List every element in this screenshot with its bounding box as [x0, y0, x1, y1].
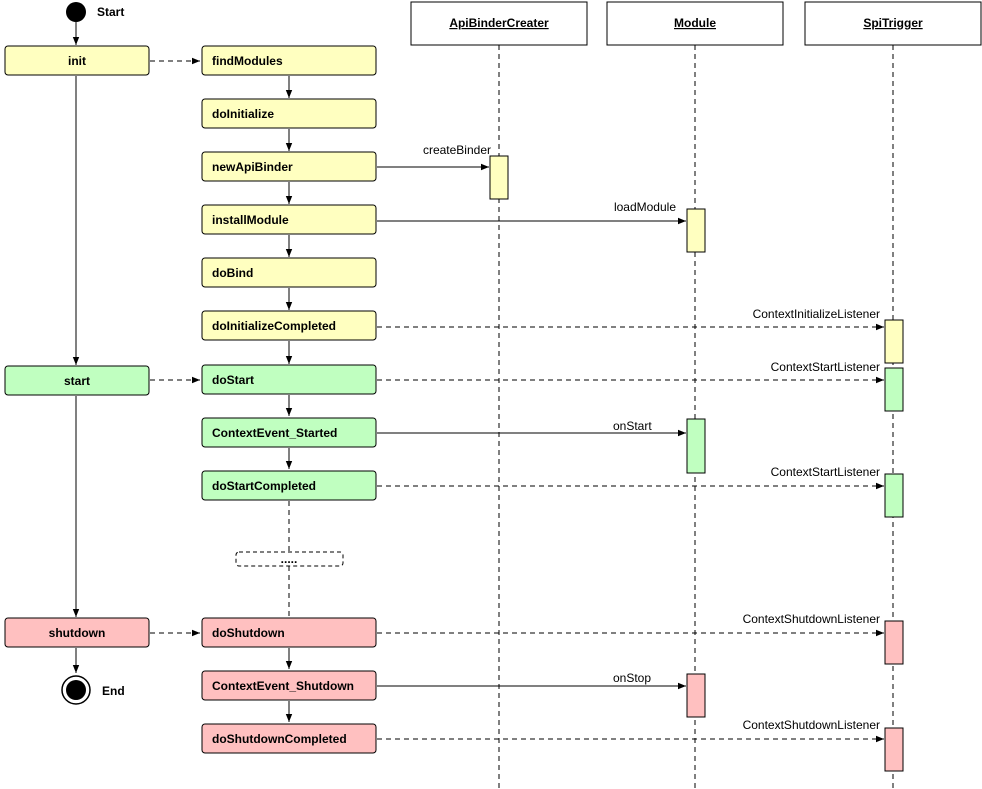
- activation-spi-start-completed: [884, 473, 904, 518]
- step-install-module-label: installModule: [212, 213, 289, 227]
- phase-init-label: init: [68, 54, 86, 68]
- step-find-modules-label: findModules: [212, 54, 283, 68]
- msg-shutdown-listener-2-label: ContextShutdownListener: [743, 718, 880, 732]
- activation-spi-init: [884, 319, 904, 364]
- phase-start-box: [4, 365, 150, 396]
- activation-module-load: [686, 208, 706, 253]
- ellipsis-box: [235, 551, 344, 567]
- step-do-start-completed: [201, 470, 377, 501]
- step-do-initialize-label: doInitialize: [212, 107, 274, 121]
- msg-on-start-label: onStart: [613, 419, 652, 433]
- step-do-bind: [201, 257, 377, 288]
- start-label: Start: [97, 5, 124, 19]
- step-do-initialize-completed: [201, 310, 377, 341]
- step-do-bind-label: doBind: [212, 266, 253, 280]
- end-label: End: [102, 684, 125, 698]
- phase-init-box: [4, 45, 150, 76]
- lifeline-module-title: Module: [674, 16, 716, 30]
- step-do-shutdown-completed: [201, 723, 377, 754]
- lifeline-api-title: ApiBinderCreater: [449, 16, 549, 30]
- msg-start-listener-1-label: ContextStartListener: [771, 360, 880, 374]
- step-do-start-completed-label: doStartCompleted: [212, 479, 316, 493]
- phase-shutdown-label: shutdown: [49, 626, 106, 640]
- lifeline-api-binder-creater: ApiBinderCreater: [410, 1, 588, 789]
- step-context-event-started-label: ContextEvent_Started: [212, 426, 337, 440]
- msg-on-stop-label: onStop: [613, 671, 651, 685]
- activation-api-create: [489, 155, 509, 200]
- activation-spi-shutdown: [884, 620, 904, 665]
- step-context-event-shutdown: [201, 670, 377, 701]
- step-install-module: [201, 204, 377, 235]
- step-new-api-binder-label: newApiBinder: [212, 160, 293, 174]
- activation-module-start: [686, 418, 706, 474]
- msg-init-listener-label: ContextInitializeListener: [753, 307, 880, 321]
- phase-start-label: start: [64, 374, 90, 388]
- ellipsis-label: .....: [281, 552, 298, 566]
- step-do-shutdown-completed-label: doShutdownCompleted: [212, 732, 347, 746]
- step-find-modules: [201, 45, 377, 76]
- lifeline-spi-title: SpiTrigger: [863, 16, 923, 30]
- start-node: [66, 2, 86, 22]
- phase-shutdown-box: [4, 617, 150, 648]
- step-do-initialize-completed-label: doInitializeCompleted: [212, 319, 336, 333]
- step-context-event-shutdown-label: ContextEvent_Shutdown: [212, 679, 354, 693]
- step-do-initialize: [201, 98, 377, 129]
- lifeline-spi-trigger: SpiTrigger: [804, 1, 982, 789]
- msg-start-listener-2-label: ContextStartListener: [771, 465, 880, 479]
- step-do-start-label: doStart: [212, 373, 254, 387]
- step-do-shutdown-label: doShutdown: [212, 626, 285, 640]
- activation-spi-start: [884, 367, 904, 412]
- activation-module-stop: [686, 673, 706, 718]
- msg-shutdown-listener-1-label: ContextShutdownListener: [743, 612, 880, 626]
- step-new-api-binder: [201, 151, 377, 182]
- step-do-shutdown: [201, 617, 377, 648]
- lifeline-module: Module: [606, 1, 784, 789]
- step-do-start: [201, 364, 377, 395]
- step-context-event-started: [201, 417, 377, 448]
- msg-create-binder-label: createBinder: [423, 143, 491, 157]
- msg-load-module-label: loadModule: [614, 200, 676, 214]
- activation-spi-shutdown-completed: [884, 727, 904, 772]
